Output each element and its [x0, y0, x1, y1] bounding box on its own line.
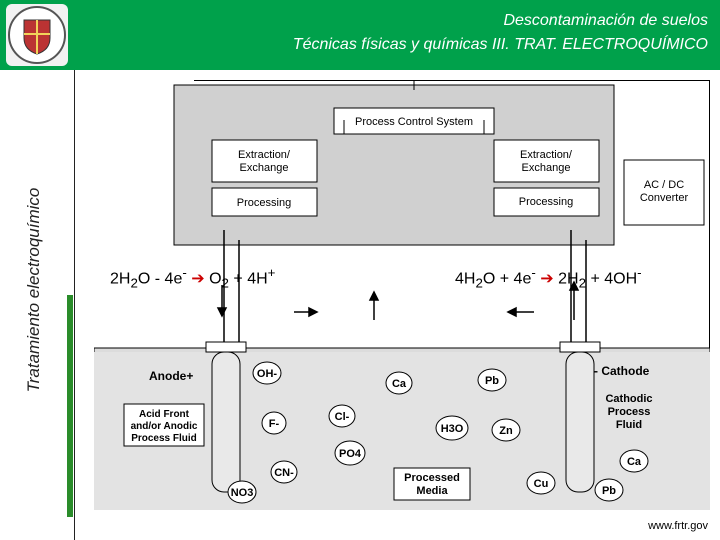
header-title-line1: Descontaminación de suelos	[503, 12, 708, 29]
svg-text:Zn: Zn	[499, 425, 513, 437]
process-control-box	[333, 107, 495, 135]
svg-text:Pb: Pb	[602, 485, 616, 497]
svg-text:PO4: PO4	[339, 448, 362, 460]
header-bar: Descontaminación de suelos Técnicas físi…	[0, 0, 720, 70]
svg-text:Ca: Ca	[627, 456, 642, 468]
anode-label: Anode+	[149, 369, 193, 383]
sidebar-divider	[74, 70, 75, 540]
svg-text:Pb: Pb	[485, 375, 499, 387]
ion-bubbles: OH- F- Cl- PO4 CN- NO3 Ca Pb H3O Zn Cu C…	[227, 361, 649, 504]
left-processing-label: Processing	[237, 197, 291, 209]
cathode-equation: 4H2O + 4e- ➔ 2H2 + 4OH-	[455, 265, 642, 291]
sidebar-accent	[67, 295, 73, 517]
right-extraction-label: Extraction/Exchange	[520, 149, 573, 174]
sidebar: Tratamiento electroquímico	[24, 70, 50, 510]
svg-text:Ca: Ca	[392, 378, 407, 390]
sidebar-label: Tratamiento electroquímico	[24, 187, 43, 393]
process-control-label: Process Control System	[355, 116, 473, 128]
left-extraction-label: Extraction/Exchange	[238, 149, 291, 174]
svg-text:CN-: CN-	[274, 467, 294, 479]
university-logo	[6, 4, 68, 66]
svg-text:OH-: OH-	[257, 368, 278, 380]
source-credit: www.frtr.gov	[648, 520, 708, 532]
svg-text:H3O: H3O	[441, 423, 464, 435]
cathode-label: - Cathode	[594, 364, 650, 378]
svg-text:Cu: Cu	[534, 478, 549, 490]
anode-equation: 2H2O - 4e- ➔ O2 + 4H+	[110, 265, 276, 291]
svg-text:F-: F-	[269, 418, 280, 430]
svg-text:NO3: NO3	[231, 487, 254, 499]
electrochemical-diagram: Process Control System Extraction/Exchan…	[94, 80, 710, 510]
header-title-line2: Técnicas físicas y químicas III. TRAT. E…	[292, 36, 708, 53]
right-processing-label: Processing	[519, 196, 573, 208]
svg-text:Cl-: Cl-	[335, 411, 350, 423]
